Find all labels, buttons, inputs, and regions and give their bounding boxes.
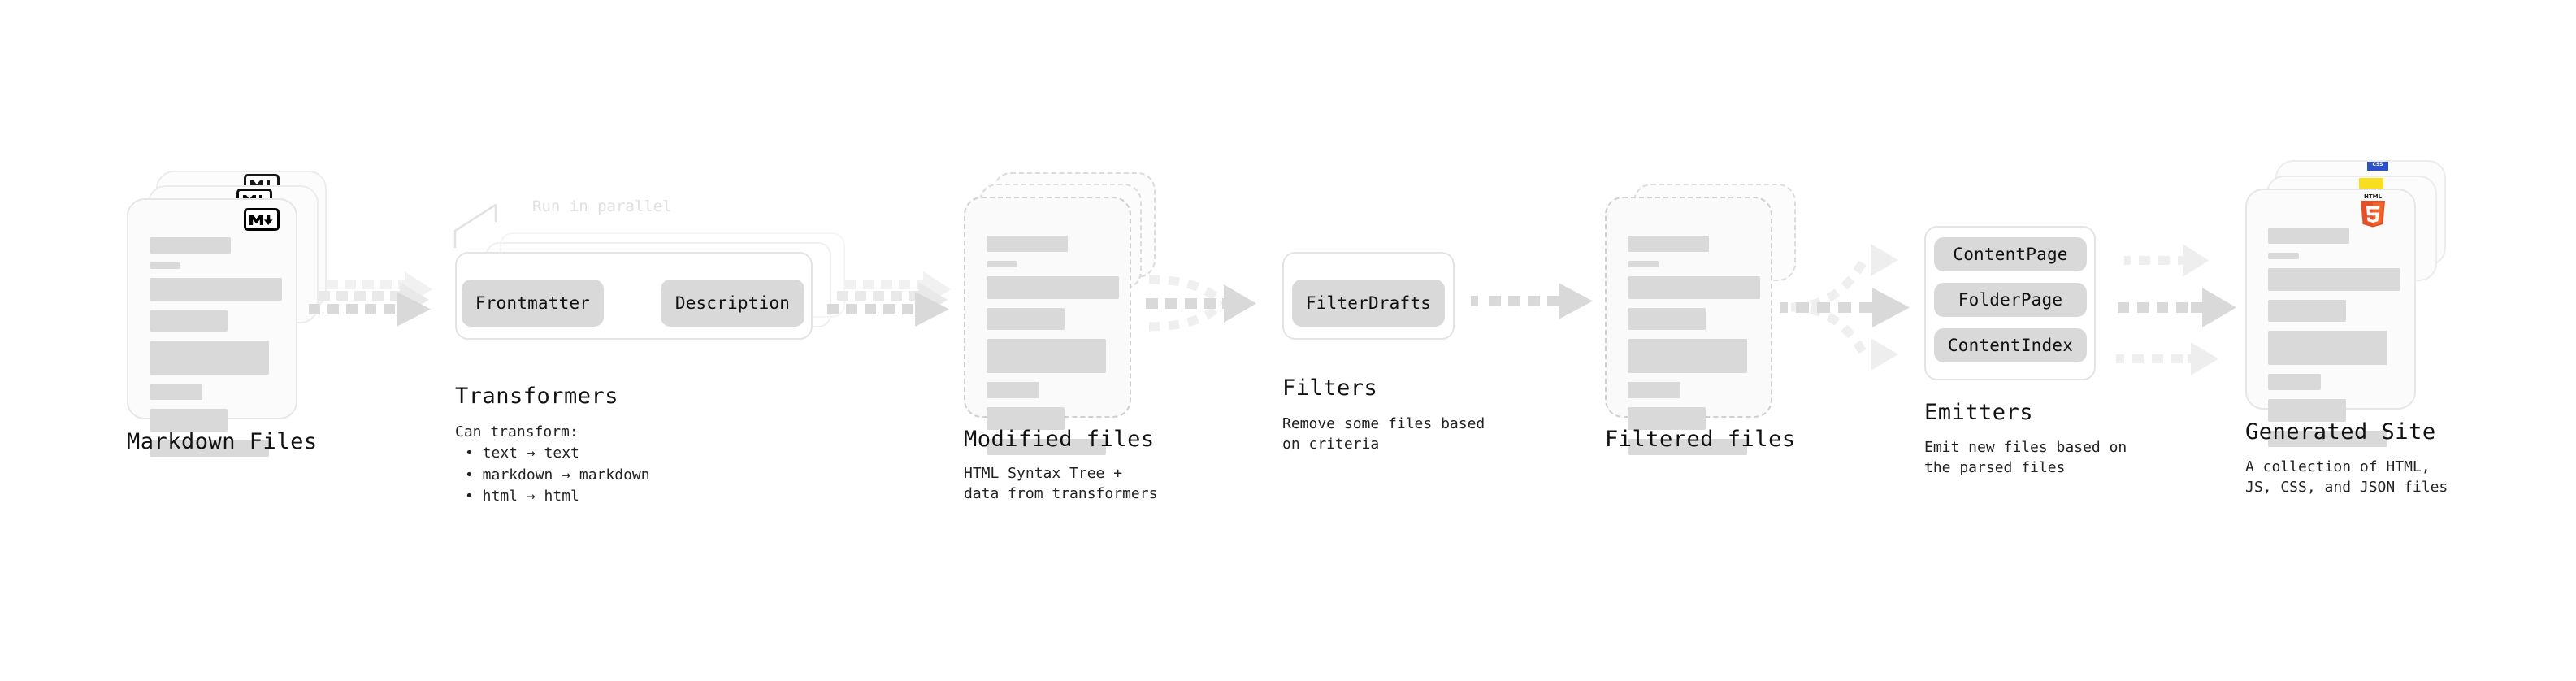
js-icon	[2359, 178, 2383, 192]
svg-text:HTML: HTML	[2364, 193, 2383, 200]
emitter-chip-contentpage[interactable]: ContentPage	[1934, 237, 2087, 271]
transformers-bullet-2: • html → html	[465, 488, 579, 505]
stage-subtitle-generated-site: A collection of HTML, JS, CSS, and JSON …	[2245, 458, 2448, 496]
stage-subtitle-filters: Remove some files based on criteria	[1282, 415, 1485, 453]
generated-file-front-html	[2245, 189, 2416, 447]
html5-icon: HTML	[2357, 193, 2388, 228]
stage-title-filters: Filters	[1282, 375, 1378, 401]
connector-modified-to-filters	[1146, 275, 1256, 332]
connector-filters-to-filtered	[1471, 283, 1593, 319]
css-icon: CSS	[2367, 162, 2388, 171]
stage-title-generated-site: Generated Site	[2245, 419, 2436, 445]
filtered-file-front	[1605, 197, 1772, 455]
markdown-file-front	[127, 198, 297, 457]
transformers-bullet-1: • markdown → markdown	[465, 466, 650, 484]
filter-chip-filterdrafts[interactable]: FilterDrafts	[1292, 280, 1445, 327]
stage-title-markdown-files: Markdown Files	[127, 429, 318, 454]
markdown-icon	[244, 208, 280, 231]
css-icon-label: CSS	[2372, 162, 2383, 167]
markdown-file-content-lines	[150, 237, 282, 466]
emitter-chip-contentindex[interactable]: ContentIndex	[1934, 328, 2087, 362]
stage-title-filtered-files: Filtered files	[1605, 427, 1796, 452]
filtered-file-content-lines	[1628, 236, 1760, 464]
connector-emitters-to-site	[2116, 244, 2236, 375]
stage-subtitle-transformers: Can transform:	[455, 423, 579, 440]
run-in-parallel-bracket	[453, 203, 497, 249]
stage-subtitle-emitters: Emit new files based on the parsed files	[1924, 439, 2127, 476]
generated-file-content-lines	[2268, 228, 2400, 456]
stage-title-transformers: Transformers	[455, 384, 619, 409]
emitter-chip-folderpage[interactable]: FolderPage	[1934, 283, 2087, 317]
connector-transformers-to-modified	[827, 271, 951, 327]
modified-file-content-lines	[987, 236, 1119, 464]
stage-subtitle-modified-files: HTML Syntax Tree + data from transformer…	[964, 465, 1158, 502]
stage-title-emitters: Emitters	[1924, 400, 2034, 425]
run-in-parallel-label: Run in parallel	[532, 197, 672, 215]
transformer-chip-description[interactable]: Description	[661, 280, 804, 327]
connector-filtered-to-emitters	[1780, 244, 1910, 371]
transformer-chip-frontmatter[interactable]: Frontmatter	[462, 280, 604, 327]
connector-markdown-to-transformers	[309, 271, 432, 327]
stage-title-modified-files: Modified files	[964, 427, 1155, 452]
transformers-bullet-0: • text → text	[465, 445, 579, 462]
modified-file-front	[964, 197, 1131, 455]
